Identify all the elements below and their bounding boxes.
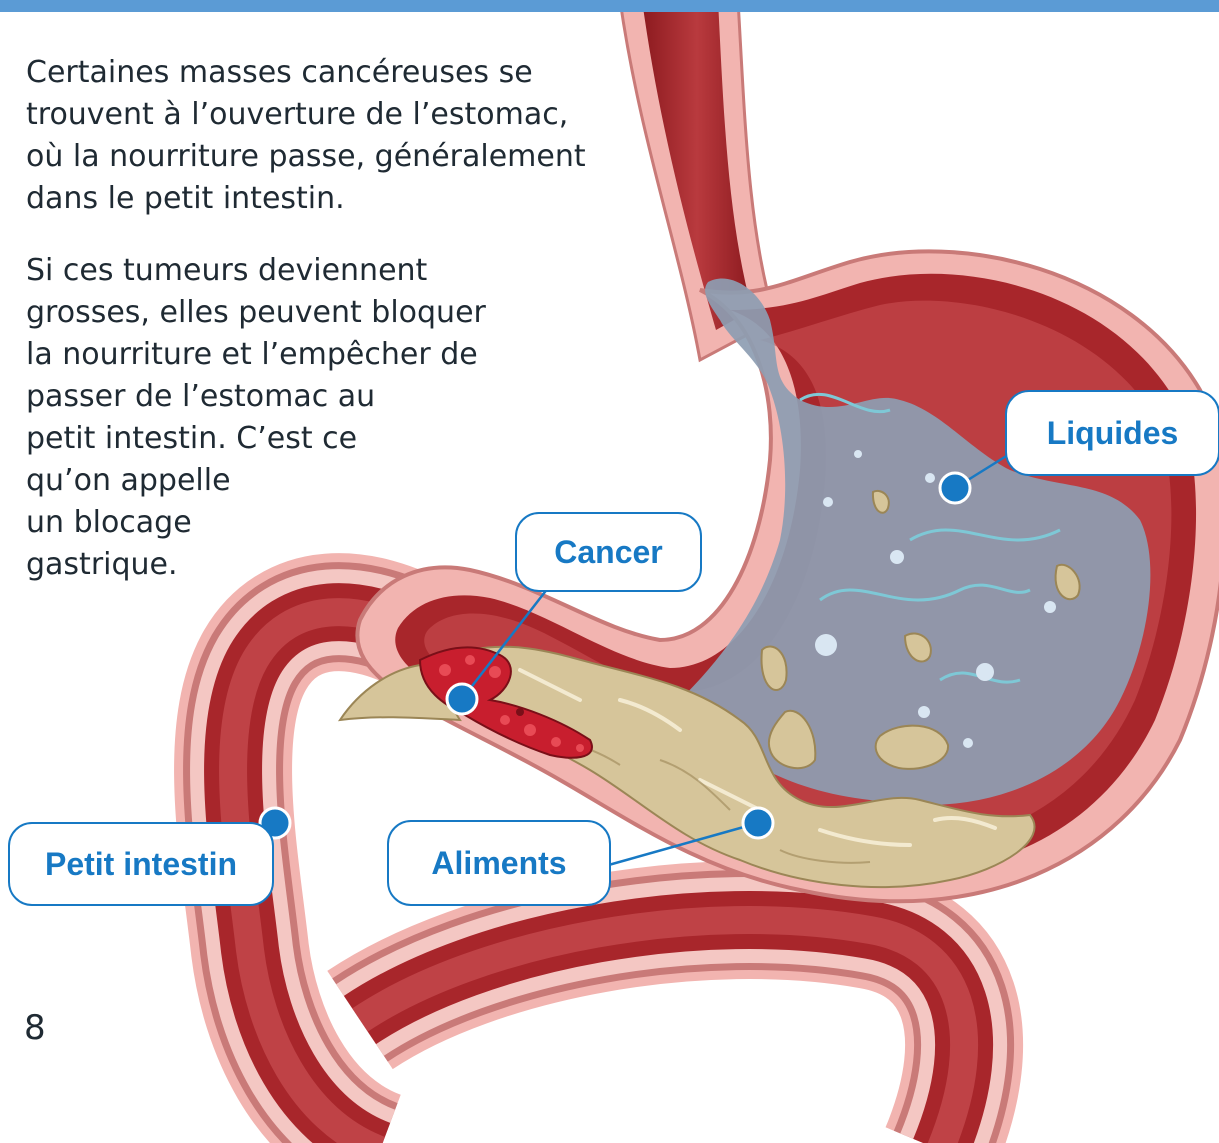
callout-aliments-label: Aliments: [431, 845, 566, 882]
blockage-line: grosses, elles peuvent bloquer: [26, 292, 486, 334]
blockage-line: qu’on appelle: [26, 460, 486, 502]
callout-cancer-label: Cancer: [554, 534, 663, 571]
blockage-line: passer de l’estomac au: [26, 376, 486, 418]
intro-line: trouvent à l’ouverture de l’estomac,: [26, 94, 586, 136]
page-number: 8: [24, 1008, 46, 1048]
top-band: [0, 0, 1219, 12]
blockage-paragraph: Si ces tumeurs deviennent grosses, elles…: [26, 250, 486, 586]
blockage-line: un blocage: [26, 502, 486, 544]
blockage-line: petit intestin. C’est ce: [26, 418, 486, 460]
intro-line: où la nourriture passe, généralement: [26, 136, 586, 178]
callout-liquides: Liquides: [1005, 390, 1219, 476]
blockage-line: Si ces tumeurs deviennent: [26, 250, 486, 292]
intro-line: dans le petit intestin.: [26, 178, 586, 220]
callout-petit-intestin-label: Petit intestin: [45, 846, 237, 883]
aliments-dot: [743, 808, 773, 838]
blockage-line: la nourriture et l’empêcher de: [26, 334, 486, 376]
callout-liquides-label: Liquides: [1047, 415, 1179, 452]
callout-aliments: Aliments: [387, 820, 611, 906]
blockage-line: gastrique.: [26, 544, 486, 586]
callout-petit-intestin: Petit intestin: [8, 822, 274, 906]
intro-paragraph: Certaines masses cancéreuses se trouvent…: [26, 52, 586, 220]
liquides-dot: [940, 473, 970, 503]
cancer-dot: [447, 684, 477, 714]
intro-line: Certaines masses cancéreuses se: [26, 52, 586, 94]
callout-cancer: Cancer: [515, 512, 702, 592]
